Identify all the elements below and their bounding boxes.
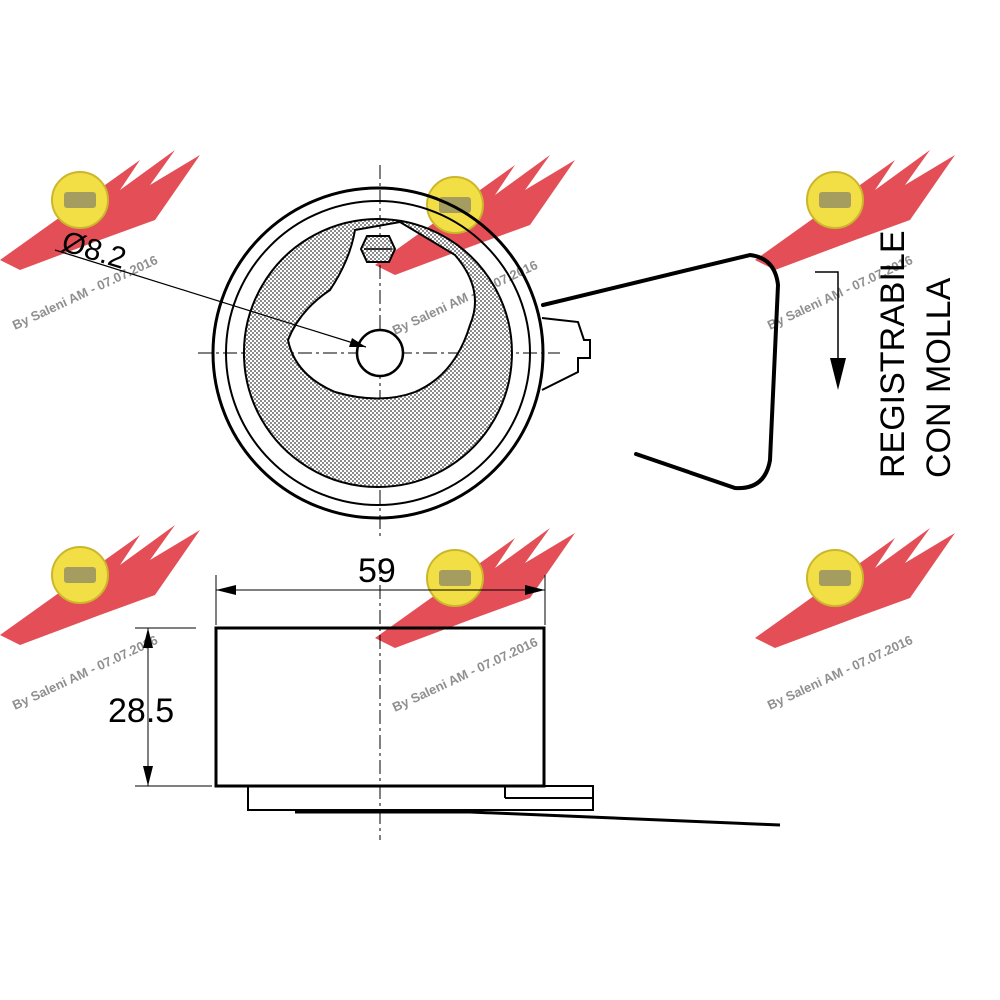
mounting-tab [541, 317, 591, 391]
center-bore [355, 328, 405, 378]
arrowhead-icon [525, 585, 545, 595]
spring-arrow-line [815, 271, 839, 360]
arrowhead-icon [143, 628, 153, 648]
pulley-inner-rim [225, 200, 531, 506]
arrowhead-icon [143, 766, 153, 786]
watermark-credit: By Saleni AM - 07.07.2016 [765, 632, 915, 713]
bore-leader-line [54, 249, 367, 348]
watermark-credit: By Saleni AM - 07.07.2016 [390, 634, 540, 715]
pulley-top-view [198, 165, 591, 540]
pulley-outer-rim [211, 186, 545, 520]
quick-service-logo [374, 154, 576, 276]
spring-direction-arrow [815, 271, 846, 390]
adjustable-note-line1: REGISTRABILE [874, 230, 912, 478]
tension-spring [541, 252, 781, 491]
bearing-ring [242, 218, 513, 488]
spring-arm-side [295, 810, 781, 827]
width-dimension-label: 59 [358, 552, 396, 590]
quick-service-logo [754, 527, 956, 649]
arrowhead-icon [216, 585, 236, 595]
arrow-down-icon [830, 358, 846, 390]
arrowhead-icon [349, 338, 366, 347]
quick-service-logo [0, 524, 201, 646]
adjustable-note-line2: CON MOLLA [920, 277, 958, 478]
quick-service-logo [754, 149, 956, 271]
height-dimension-label: 28.5 [108, 692, 174, 730]
pulley-side-view [135, 560, 781, 840]
